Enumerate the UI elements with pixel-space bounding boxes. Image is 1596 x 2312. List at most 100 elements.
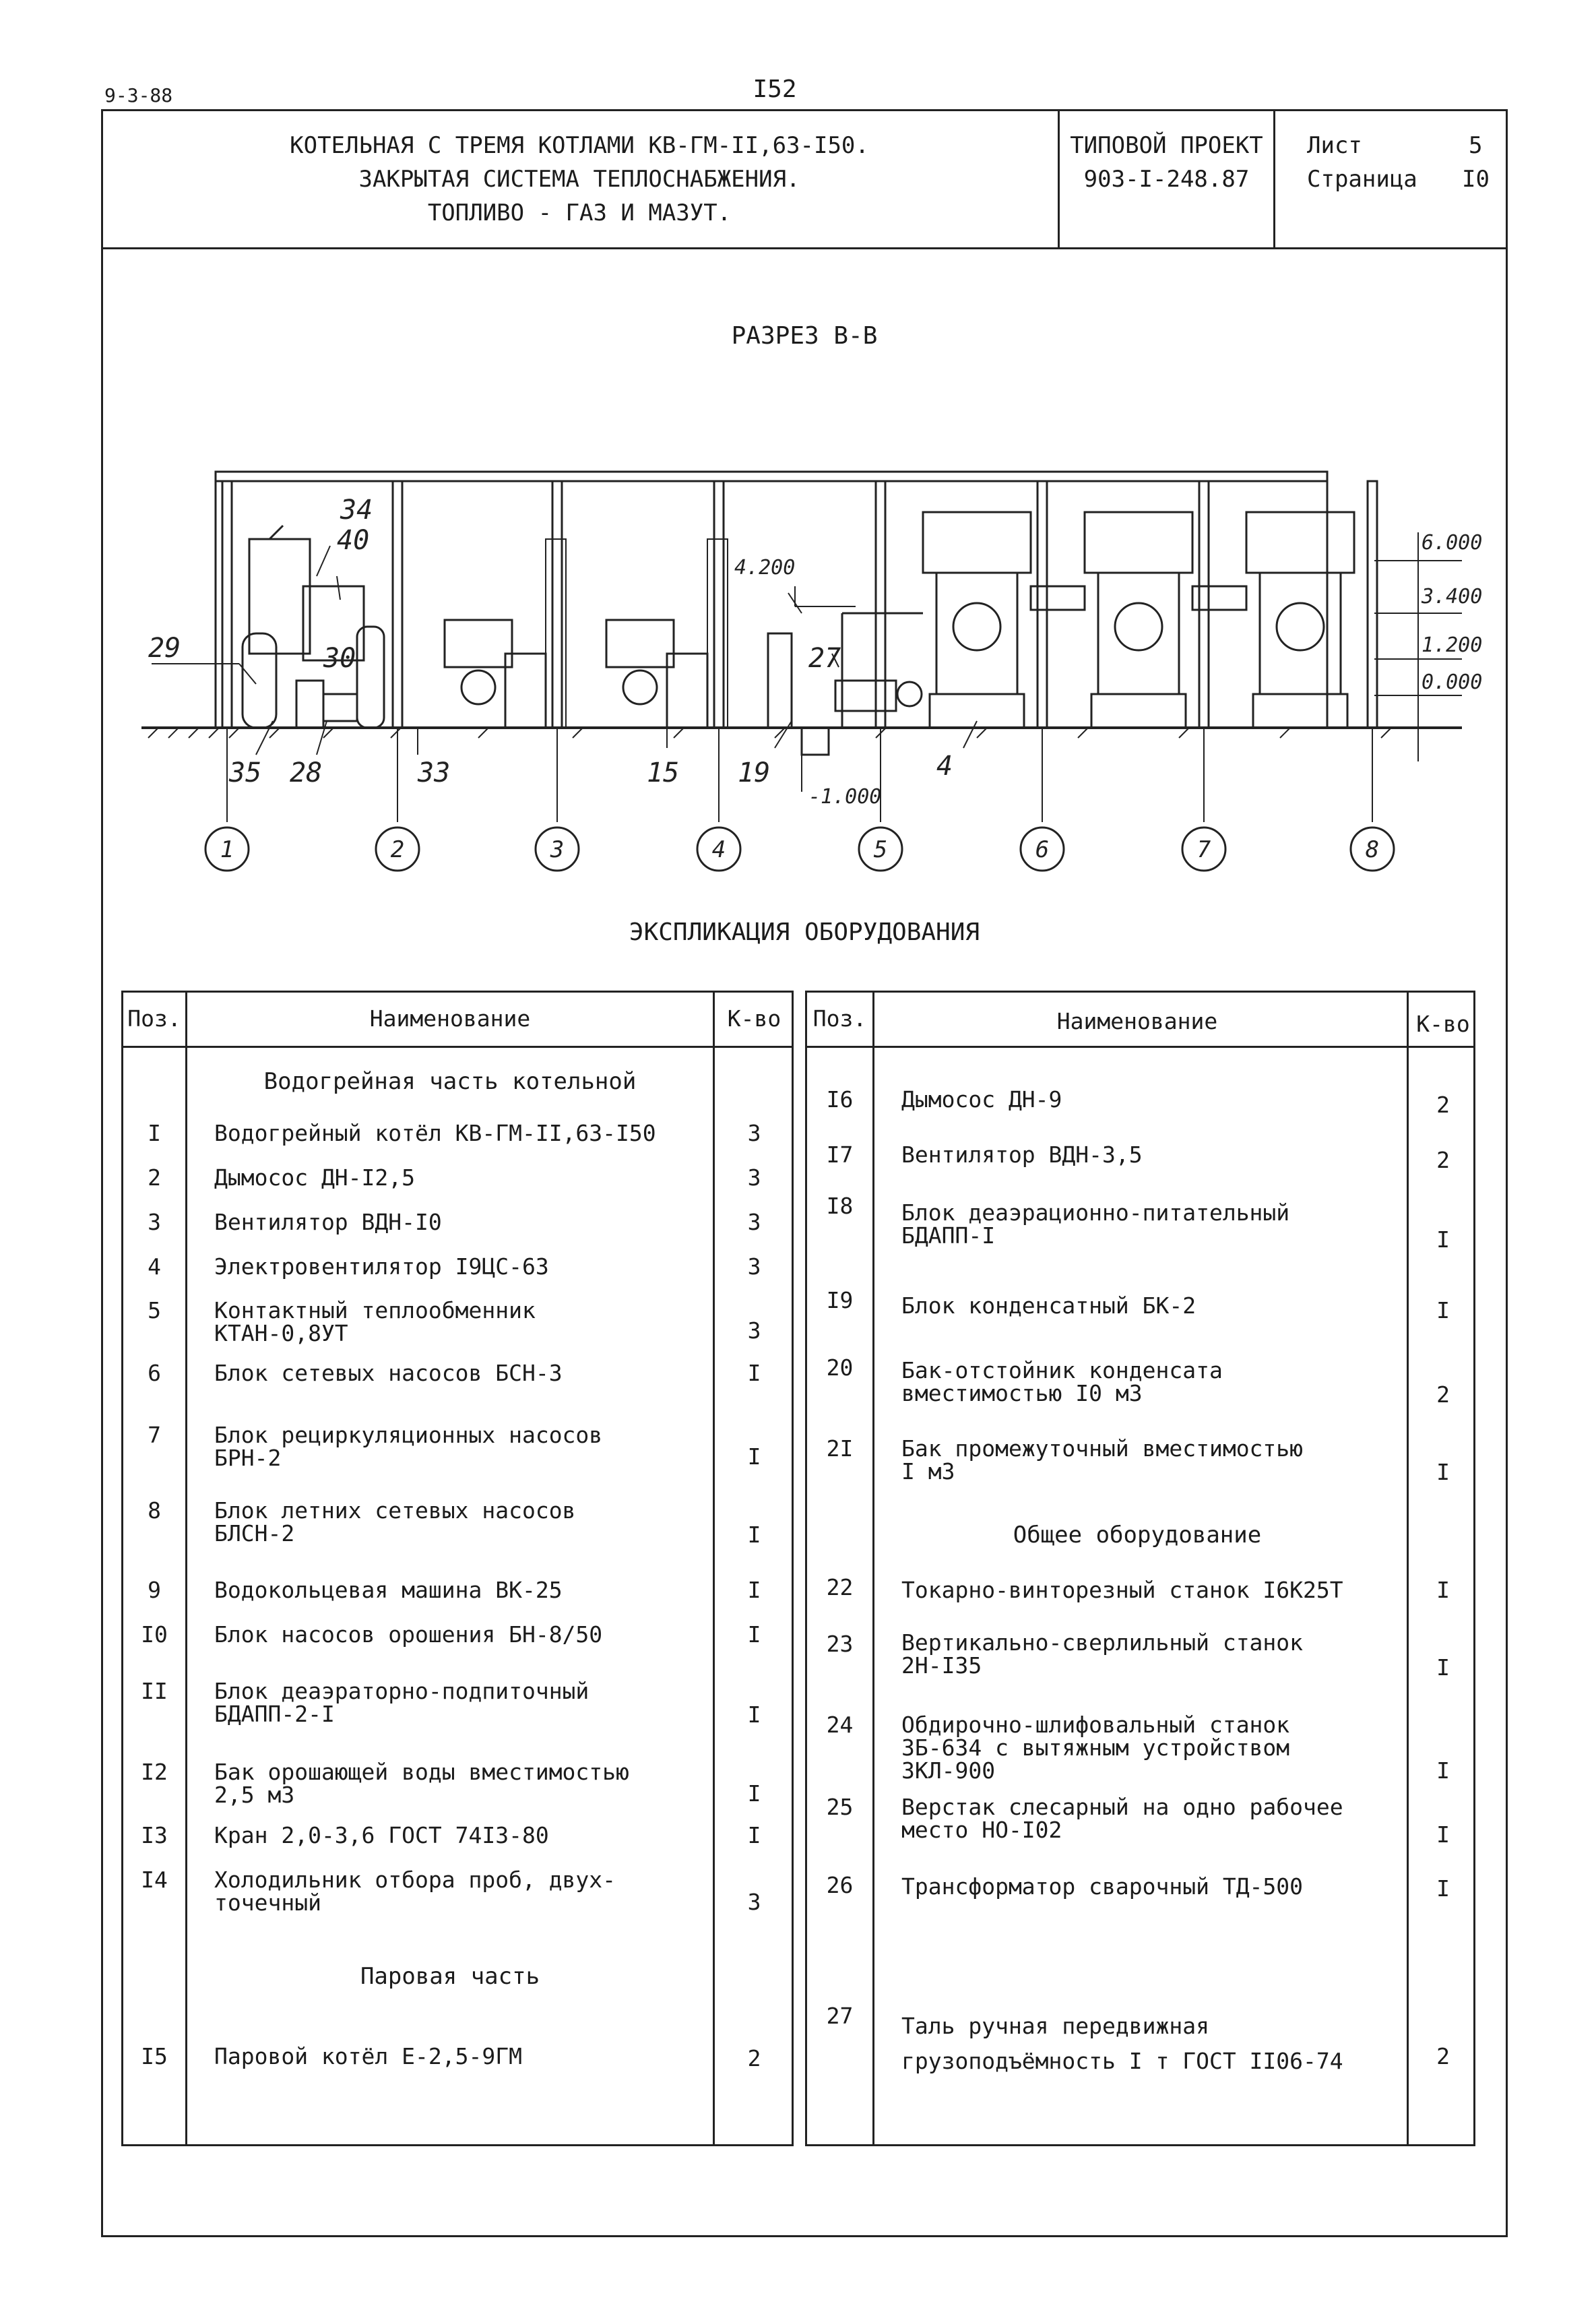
- pos-cell: I2: [141, 1759, 168, 1785]
- elevation-6000: 6.000: [1422, 531, 1482, 555]
- project-label: ТИПОВОЙ ПРОЕКТ: [1070, 132, 1263, 159]
- pos-cell: I6: [826, 1086, 854, 1113]
- pos-cell: 4: [148, 1253, 161, 1280]
- axis-label: 8: [1366, 836, 1379, 863]
- axis-label: 2: [391, 836, 404, 863]
- page-number: I52: [753, 75, 797, 103]
- qty-cell: 3: [747, 1164, 761, 1191]
- pos-cell: 25: [826, 1794, 854, 1820]
- elevation-minus-1000: -1.000: [808, 785, 881, 809]
- qty-cell: 3: [747, 1253, 761, 1280]
- callout-27: 27: [808, 643, 841, 674]
- pos-cell: I7: [826, 1142, 854, 1168]
- sheet-value: 5: [1469, 132, 1483, 159]
- qty-cell: 2: [1436, 1381, 1450, 1408]
- name-cell: Дымосос ДН-I2,5: [214, 1164, 416, 1191]
- callout-34: 34: [340, 495, 373, 526]
- title-block: КОТЕЛЬНАЯ С ТРЕМЯ КОТЛАМИ КВ-ГМ-II,63-I5…: [101, 109, 1508, 249]
- callout-35: 35: [228, 757, 261, 788]
- name-cell: Водокольцевая машина ВК-25: [214, 1577, 563, 1603]
- pos-cell: 2I: [826, 1435, 854, 1462]
- name-cell: Таль ручная передвижная грузоподъёмность…: [901, 2013, 1343, 2074]
- pos-cell: 22: [826, 1574, 854, 1600]
- callout-19: 19: [738, 757, 770, 788]
- name-cell: Холодильник отбора проб, двух- точечный: [214, 1867, 616, 1916]
- pos-cell: 7: [148, 1422, 161, 1448]
- col-header-qty: К-во: [1416, 1011, 1470, 1037]
- axis-label: 6: [1035, 836, 1049, 863]
- pos-cell: 24: [826, 1712, 854, 1738]
- name-cell: Кран 2,0-3,6 ГОСТ 74I3-80: [214, 1822, 549, 1848]
- name-cell: Дымосос ДН-9: [901, 1086, 1062, 1113]
- name-cell: Токарно-винторезный станок I6К25Т: [901, 1577, 1343, 1603]
- name-cell: Бак орошающей воды вместимостью 2,5 м3: [214, 1759, 629, 1808]
- name-cell: Блок летних сетевых насосов БЛСН-2: [214, 1497, 576, 1546]
- name-cell: Бак-отстойник конденсата вместимостью I0…: [901, 1357, 1223, 1406]
- qty-cell: 2: [747, 2045, 761, 2071]
- sheet-label: Лист: [1307, 132, 1362, 159]
- name-cell: Блок деаэраторно-подпиточный БДАПП-2-I: [214, 1678, 589, 1727]
- explication-title: ЭКСПЛИКАЦИЯ ОБОРУДОВАНИЯ: [629, 918, 980, 946]
- section-heading-steam: Паровая часть: [360, 1963, 540, 1990]
- name-cell: Водогрейный котёл КВ-ГМ-II,63-I50: [214, 1120, 656, 1146]
- qty-cell: 2: [1436, 2043, 1450, 2069]
- callout-40: 40: [337, 525, 369, 556]
- name-cell: Блок сетевых насосов БСН-3: [214, 1360, 563, 1386]
- qty-cell: I: [747, 1360, 761, 1386]
- title-line-1: КОТЕЛЬНАЯ С ТРЕМЯ КОТЛАМИ КВ-ГМ-II,63-I5…: [290, 132, 869, 159]
- callout-29: 29: [148, 633, 181, 664]
- name-cell: Электровентилятор I9ЦС-63: [214, 1253, 549, 1280]
- callout-30: 30: [323, 643, 356, 674]
- axis-label: 3: [550, 836, 564, 863]
- explication-table-left: Поз. Наименование К-во Водогрейная часть…: [121, 991, 794, 2146]
- qty-cell: I: [747, 1522, 761, 1548]
- name-cell: Паровой котёл Е-2,5-9ГМ: [214, 2043, 522, 2069]
- name-cell: Блок конденсатный БК-2: [901, 1292, 1196, 1319]
- name-cell: Вентилятор ВДН-3,5: [901, 1142, 1143, 1168]
- col-header-qty: К-во: [727, 1005, 781, 1032]
- qty-cell: I: [747, 1443, 761, 1470]
- qty-cell: 2: [1436, 1092, 1450, 1118]
- qty-cell: I: [747, 1780, 761, 1807]
- section-heading-general: Общее оборудование: [1013, 1522, 1262, 1549]
- explication-table-right: Поз. Наименование К-во I6 Дымосос ДН-9 2…: [805, 991, 1475, 2146]
- name-cell: Блок рециркуляционных насосов БРН-2: [214, 1422, 603, 1471]
- title-line-3: ТОПЛИВО - ГАЗ И МАЗУТ.: [427, 199, 732, 226]
- qty-cell: I: [1436, 1654, 1450, 1681]
- pos-cell: 27: [826, 2003, 854, 2029]
- title-line-2: ЗАКРЫТАЯ СИСТЕМА ТЕПЛОСНАБЖЕНИЯ.: [358, 166, 800, 193]
- qty-cell: 3: [747, 1209, 761, 1235]
- document-code: 9-3-88: [104, 84, 173, 106]
- name-cell: Трансформатор сварочный ТД-500: [901, 1873, 1304, 1900]
- name-cell: Верстак слесарный на одно рабочее место …: [901, 1794, 1343, 1843]
- pos-cell: I5: [141, 2043, 168, 2069]
- name-cell: Блок насосов орошения БН-8/50: [214, 1621, 603, 1648]
- axis-label: 7: [1197, 836, 1211, 863]
- qty-cell: I: [747, 1701, 761, 1728]
- page-value: I0: [1462, 166, 1490, 193]
- qty-cell: 3: [747, 1120, 761, 1146]
- pos-cell: I: [148, 1120, 161, 1146]
- qty-cell: I: [747, 1822, 761, 1848]
- pos-cell: I0: [141, 1621, 168, 1648]
- qty-cell: I: [1436, 1875, 1450, 1902]
- pos-cell: II: [141, 1678, 168, 1704]
- callout-33: 33: [417, 757, 450, 788]
- pos-cell: I4: [141, 1867, 168, 1893]
- col-header-name: Наименование: [369, 1005, 531, 1032]
- pos-cell: 2: [148, 1164, 161, 1191]
- sheet-frame: [101, 109, 1508, 2237]
- pos-cell: 23: [826, 1631, 854, 1657]
- name-cell: Контактный теплообменник КТАН-0,8УТ: [214, 1297, 536, 1346]
- qty-cell: I: [1436, 1459, 1450, 1485]
- col-header-pos: Поз.: [127, 1005, 181, 1032]
- name-cell: Блок деаэрационно-питательный БДАПП-I: [901, 1199, 1290, 1249]
- qty-cell: 3: [747, 1317, 761, 1344]
- qty-cell: I: [747, 1577, 761, 1603]
- qty-cell: I: [1436, 1757, 1450, 1784]
- elevation-4200: 4.200: [734, 556, 795, 580]
- section-title: РАЗРЕЗ В-В: [731, 322, 878, 350]
- elevation-0000: 0.000: [1422, 670, 1482, 694]
- project-number: 903-I-248.87: [1083, 166, 1250, 193]
- qty-cell: I: [1436, 1821, 1450, 1848]
